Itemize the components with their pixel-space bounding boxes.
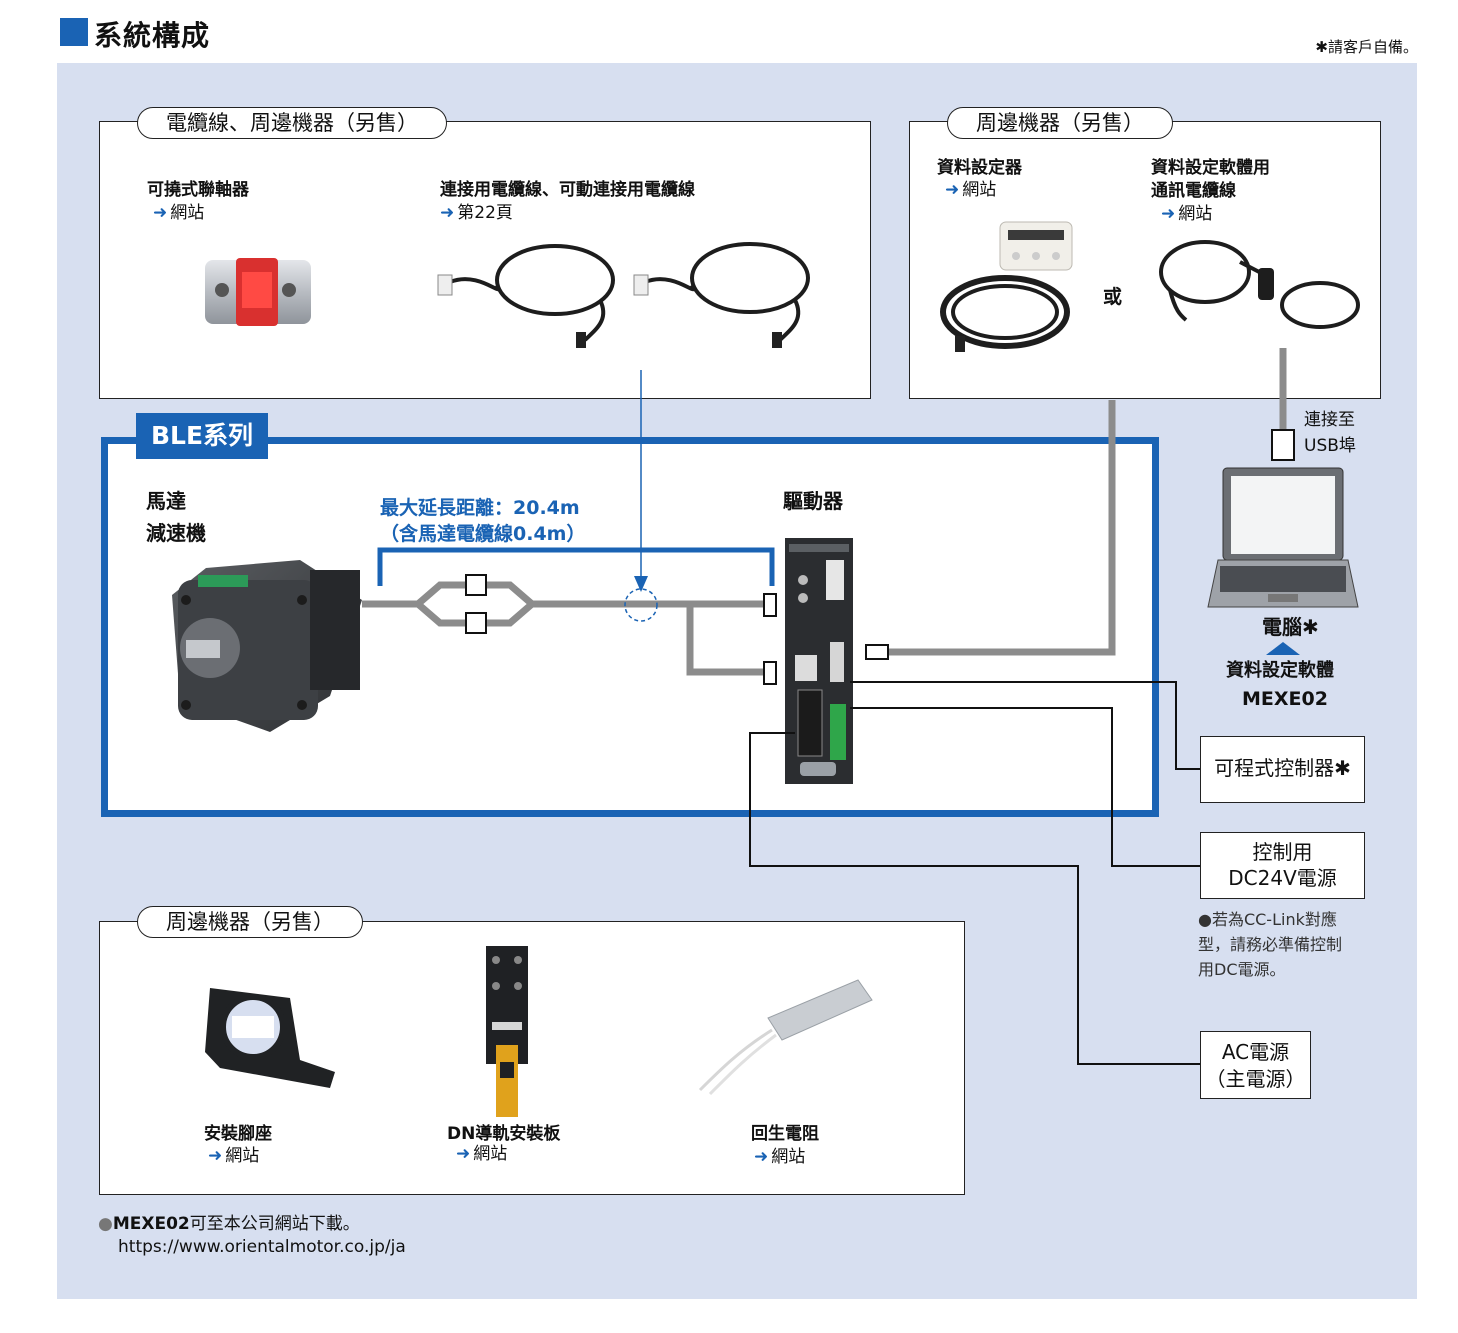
- ac-power-line2: （主電源）: [1205, 1067, 1306, 1091]
- din-label: DN導軌安裝板: [447, 1124, 561, 1144]
- max-distance-bracket: [377, 547, 775, 586]
- title-text: 系統構成: [94, 19, 211, 52]
- max-distance-label: 最大延長距離：20.4m: [380, 497, 580, 519]
- gearhead-label: 減速機: [146, 521, 206, 545]
- right-arrow-icon: ➜: [208, 1146, 223, 1166]
- cable-label: 連接用電纜線、可動連接用電纜線: [440, 180, 695, 200]
- flexible-coupling-image: [205, 258, 311, 326]
- max-distance-note: （含馬達電纜線0.4m）: [380, 523, 586, 545]
- motor-label: 馬達: [146, 489, 186, 513]
- software-label: 資料設定軟體: [1226, 660, 1334, 681]
- peripherals-right-title: 周邊機器（另售）: [947, 107, 1173, 139]
- laptop-image: [1207, 467, 1359, 608]
- driver-label: 驅動器: [783, 489, 843, 513]
- dc-power-note: ●若為CC-Link對應 型，請務必準備控制 用DC電源。: [1198, 910, 1343, 979]
- driver-image: [785, 538, 853, 784]
- cable-connector-icons: [465, 429, 1295, 685]
- footer-note: ●MEXE02可至本公司網站下載。: [98, 1209, 360, 1234]
- cable-link[interactable]: ➜第22頁: [440, 203, 513, 223]
- cables-peripherals-title: 電纜線、周邊機器（另售）: [137, 107, 447, 139]
- data-setter-label: 資料設定器: [937, 158, 1022, 178]
- title-square-icon: [60, 18, 88, 46]
- resistor-link[interactable]: ➜網站: [754, 1147, 806, 1167]
- mount-label: 安裝腳座: [204, 1124, 272, 1144]
- plc-label: 可程式控制器✱: [1214, 756, 1351, 780]
- pc-label: 電腦✱: [1262, 615, 1319, 639]
- regen-resistor-image: [698, 979, 873, 1096]
- connection-cable-image: [449, 242, 810, 342]
- right-arrow-icon: ➜: [456, 1144, 471, 1164]
- footer-url[interactable]: https://www.orientalmotor.co.jp/ja: [118, 1237, 406, 1257]
- dc-power-line1: 控制用: [1252, 840, 1313, 864]
- right-arrow-icon: ➜: [440, 203, 455, 223]
- data-setter-link[interactable]: ➜網站: [945, 180, 997, 200]
- footer-software: MEXE02: [112, 1214, 190, 1234]
- bottom-peripherals-title: 周邊機器（另售）: [137, 906, 363, 938]
- right-arrow-icon: ➜: [153, 203, 168, 223]
- plc-box: 可程式控制器✱: [1200, 736, 1365, 803]
- footer-text: 可至本公司網站下載。: [189, 1214, 360, 1234]
- connect-to-label: 連接至: [1304, 410, 1355, 430]
- dc-power-line2: DC24V電源: [1228, 866, 1337, 890]
- resistor-label: 回生電阻: [751, 1124, 819, 1144]
- data-setter-image: [940, 221, 1073, 352]
- down-arrow-icon: [634, 576, 648, 592]
- right-arrow-icon: ➜: [945, 180, 960, 200]
- comm-cable-label-2: 通訊電纜線: [1151, 181, 1236, 201]
- peripherals-right-box: [909, 121, 1381, 399]
- cable-connectors-image: [437, 274, 782, 348]
- dc-power-box: 控制用 DC24V電源: [1200, 832, 1365, 899]
- ble-series-tab: BLE系列: [136, 413, 268, 459]
- insert-position-marker: [624, 588, 658, 622]
- comm-cable-link[interactable]: ➜網站: [1161, 204, 1213, 224]
- ac-power-box: AC電源 （主電源）: [1200, 1031, 1311, 1099]
- din-rail-plate-image: [486, 946, 528, 1117]
- din-link[interactable]: ➜網站: [456, 1144, 508, 1164]
- right-arrow-icon: ➜: [1161, 204, 1176, 224]
- ac-power-line1: AC電源: [1221, 1040, 1290, 1064]
- usb-cable-image: [1159, 240, 1360, 329]
- comm-cable-label-1: 資料設定軟體用: [1151, 158, 1270, 178]
- coupling-label: 可撓式聯軸器: [147, 180, 249, 200]
- black-wiring-lines: [749, 681, 1200, 1065]
- usb-converter-icon: [1258, 268, 1274, 300]
- right-arrow-icon: ➜: [754, 1147, 769, 1167]
- up-arrow-icon: [1266, 642, 1300, 655]
- gear-motor-image: [172, 560, 362, 732]
- footer-bullet: ●: [98, 1214, 113, 1234]
- usb-port-label: USB埠: [1304, 436, 1356, 456]
- software-name: MEXE02: [1242, 688, 1328, 710]
- coupling-link[interactable]: ➜網站: [153, 203, 205, 223]
- mounting-bracket-image: [205, 988, 335, 1088]
- or-text: 或: [1103, 286, 1123, 308]
- mount-link[interactable]: ➜網站: [208, 1146, 260, 1166]
- customer-supplied-note: ✱請客戶自備。: [1315, 38, 1418, 56]
- ble-series-frame: [101, 437, 1159, 817]
